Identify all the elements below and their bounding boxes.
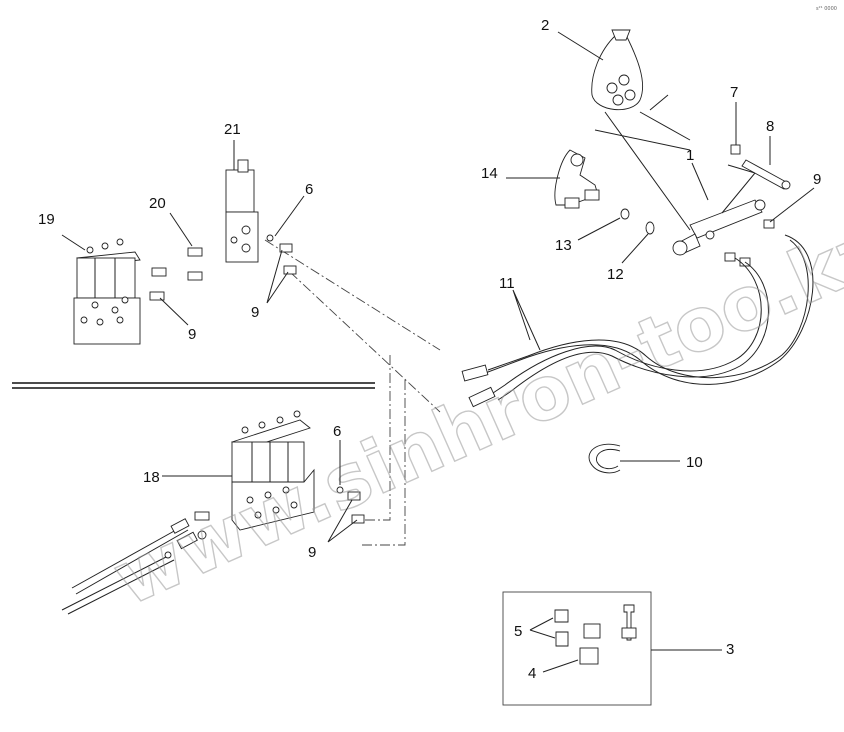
item-10-clip bbox=[588, 443, 621, 474]
svg-text:www.sinhron-too.kz: www.sinhron-too.kz bbox=[101, 206, 844, 623]
callout-9-left: 9 bbox=[188, 326, 196, 343]
callout-9-lower: 9 bbox=[308, 544, 316, 561]
callout-6-upper: 6 bbox=[305, 181, 313, 198]
callout-20: 20 bbox=[149, 195, 166, 212]
item-9-fittings-left bbox=[149, 267, 167, 301]
callout-4: 4 bbox=[528, 665, 536, 682]
callout-3: 3 bbox=[726, 641, 734, 658]
callout-labels: 1 2 3 4 5 6 6 7 8 9 9 9 9 10 11 12 13 14… bbox=[38, 17, 821, 682]
callout-5: 5 bbox=[514, 623, 522, 640]
item-19-valve-block bbox=[73, 238, 141, 345]
lower-left-hoses bbox=[61, 518, 207, 615]
item-9-fittings-lower bbox=[194, 491, 365, 524]
callout-11: 11 bbox=[499, 275, 515, 292]
callout-8: 8 bbox=[766, 118, 774, 135]
callout-9-upper: 9 bbox=[251, 304, 259, 321]
callout-12: 12 bbox=[607, 266, 624, 283]
callout-2: 2 bbox=[541, 17, 549, 34]
item-1-cylinder bbox=[672, 164, 766, 256]
item-14-bracket bbox=[554, 149, 600, 209]
item-20-fittings bbox=[187, 247, 203, 281]
item-6-plug-upper bbox=[266, 234, 274, 242]
item-13-washer bbox=[620, 208, 630, 220]
callout-9-right: 9 bbox=[813, 171, 821, 188]
item-11-hoses bbox=[461, 234, 814, 408]
item-8-bolt bbox=[741, 159, 791, 190]
callout-1: 1 bbox=[686, 147, 694, 164]
leader-lines bbox=[61, 31, 815, 673]
item-21-valve bbox=[225, 159, 259, 263]
item-6-plug-lower bbox=[336, 486, 344, 494]
corner-code: s²¹ 0000 bbox=[816, 6, 837, 12]
item-3-kit-box bbox=[502, 591, 652, 706]
callout-14: 14 bbox=[481, 165, 498, 182]
callout-21: 21 bbox=[224, 121, 241, 138]
item-9-fittings-upper bbox=[279, 243, 297, 275]
item-7-nut bbox=[730, 144, 741, 155]
item-12-o-ring bbox=[645, 221, 655, 235]
callout-19: 19 bbox=[38, 211, 55, 228]
callout-13: 13 bbox=[555, 237, 572, 254]
item-18-valve-bank bbox=[231, 410, 315, 531]
watermark: www.sinhron-too.kz bbox=[100, 205, 844, 623]
frame-rail bbox=[12, 382, 375, 389]
callout-7: 7 bbox=[730, 84, 738, 101]
item-2-parts-bag bbox=[591, 29, 691, 231]
callout-6-lower: 6 bbox=[333, 423, 341, 440]
callout-10: 10 bbox=[686, 454, 703, 471]
routing-dash-lines bbox=[264, 239, 441, 546]
callout-18: 18 bbox=[143, 469, 160, 486]
